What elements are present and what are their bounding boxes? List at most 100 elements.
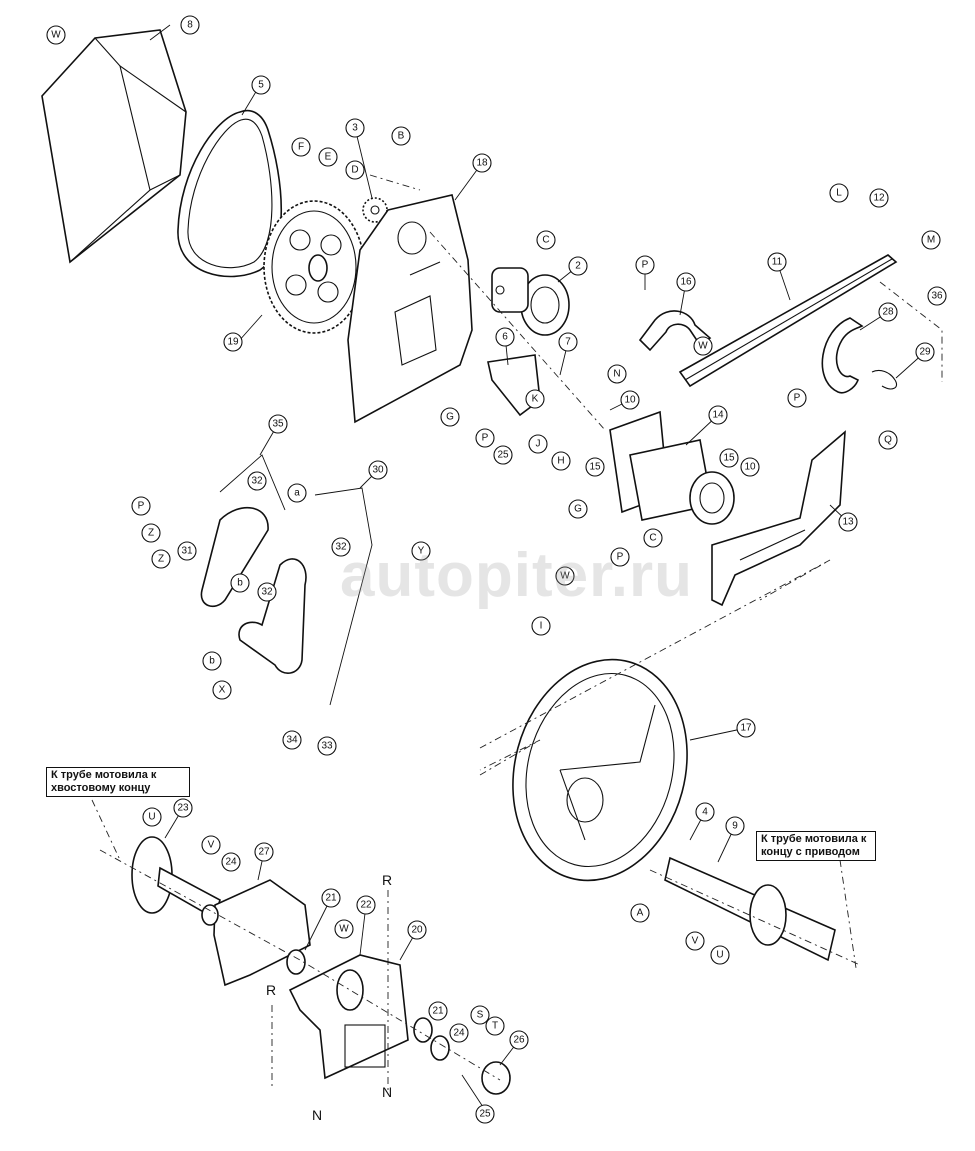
tail-washer-part bbox=[286, 949, 306, 975]
label-24-2: 24 bbox=[449, 1023, 469, 1043]
centerline-drive bbox=[649, 869, 861, 966]
watermark: autopiter.ru bbox=[340, 541, 694, 610]
label-d: D bbox=[345, 160, 365, 180]
label-q-text: Q bbox=[884, 435, 892, 446]
label-16: 16 bbox=[676, 272, 696, 292]
label-i-text: I bbox=[540, 621, 543, 632]
label-25-2-text: 25 bbox=[479, 1109, 491, 1120]
drive-end-callout: К трубе мотовила к концу с приводом bbox=[756, 831, 876, 861]
label-29: 29 bbox=[915, 342, 935, 362]
label-22: 22 bbox=[356, 895, 376, 915]
label-12-text: 12 bbox=[873, 193, 885, 204]
guard-cover-part bbox=[41, 29, 187, 264]
label-29-text: 29 bbox=[919, 347, 931, 358]
label-u-2: U bbox=[142, 807, 162, 827]
label-w-3-text: W bbox=[560, 571, 570, 582]
label-x: X bbox=[212, 680, 232, 700]
tail-end-leader bbox=[91, 799, 121, 861]
label-z-1: Z bbox=[141, 523, 161, 543]
label-h: H bbox=[551, 451, 571, 471]
label-w-2: W bbox=[693, 336, 713, 356]
label-e-text: E bbox=[325, 152, 332, 163]
cap-part bbox=[481, 1061, 511, 1095]
label-34-text: 34 bbox=[286, 735, 298, 746]
label-k-text: K bbox=[532, 394, 539, 405]
label-a-text: a bbox=[294, 488, 300, 499]
spring-clip-part bbox=[871, 369, 898, 390]
label-x-text: X bbox=[219, 685, 226, 696]
label-30-text: 30 bbox=[372, 465, 384, 476]
label-p-3: P bbox=[787, 388, 807, 408]
label-15-2: 15 bbox=[719, 448, 739, 468]
label-24-1: 24 bbox=[221, 852, 241, 872]
label-23: 23 bbox=[173, 798, 193, 818]
label-17: 17 bbox=[736, 718, 756, 738]
support-bracket-part bbox=[711, 430, 846, 607]
label-16-text: 16 bbox=[680, 277, 692, 288]
label-s: S bbox=[470, 1005, 490, 1025]
label-y: Y bbox=[411, 541, 431, 561]
label-5: 5 bbox=[251, 75, 271, 95]
large-sprocket-part bbox=[263, 200, 365, 334]
label-q: Q bbox=[878, 430, 898, 450]
tail-shaft-part bbox=[131, 836, 221, 920]
label-z-2: Z bbox=[151, 549, 171, 569]
tail-cover-part bbox=[213, 879, 311, 987]
mounting-plate-part bbox=[347, 194, 473, 424]
drive-belt-part bbox=[177, 109, 283, 278]
label-4-text: 4 bbox=[702, 807, 708, 818]
label-11-text: 11 bbox=[772, 257, 783, 268]
label-33: 33 bbox=[317, 736, 337, 756]
label-u-2-text: U bbox=[148, 812, 155, 823]
section-letter-r-left: R bbox=[266, 982, 276, 998]
label-z-1-text: Z bbox=[148, 528, 154, 539]
label-d-text: D bbox=[351, 165, 358, 176]
label-p-2: P bbox=[475, 428, 495, 448]
label-14-text: 14 bbox=[712, 410, 724, 421]
bearing-housing-part bbox=[609, 410, 735, 525]
label-b-1: B bbox=[391, 126, 411, 146]
label-n-text: N bbox=[613, 369, 620, 380]
label-13: 13 bbox=[838, 512, 858, 532]
label-f-text: F bbox=[298, 142, 304, 153]
label-17-text: 17 bbox=[740, 723, 752, 734]
group-35-bracket-line bbox=[219, 454, 286, 511]
label-8-text: 8 bbox=[187, 20, 193, 31]
label-27-text: 27 bbox=[258, 847, 270, 858]
label-15-2-text: 15 bbox=[723, 453, 735, 464]
label-28: 28 bbox=[878, 302, 898, 322]
label-12: 12 bbox=[869, 188, 889, 208]
label-28-text: 28 bbox=[882, 307, 894, 318]
seal-part bbox=[430, 1035, 450, 1061]
centerline-sprocket bbox=[369, 174, 421, 191]
small-sprocket-part bbox=[362, 197, 388, 223]
label-a-cap: A bbox=[630, 903, 650, 923]
label-25-2: 25 bbox=[475, 1104, 495, 1124]
label-36: 36 bbox=[927, 286, 947, 306]
label-v-1-text: V bbox=[692, 936, 699, 947]
label-21-1-text: 21 bbox=[325, 893, 337, 904]
label-3-text: 3 bbox=[352, 123, 358, 134]
group-30-bracket-line bbox=[314, 487, 373, 706]
label-p-1: P bbox=[635, 255, 655, 275]
hydraulic-motor-part bbox=[491, 267, 570, 336]
rod-part bbox=[678, 254, 898, 388]
label-l-text: L bbox=[836, 188, 842, 199]
label-g-2: G bbox=[568, 499, 588, 519]
label-10-2-text: 10 bbox=[744, 462, 756, 473]
label-t: T bbox=[485, 1016, 505, 1036]
label-22-text: 22 bbox=[360, 900, 372, 911]
label-31: 31 bbox=[177, 541, 197, 561]
label-c-1: C bbox=[536, 230, 556, 250]
section-letter-n-right: N bbox=[382, 1084, 392, 1100]
label-w-4-text: W bbox=[339, 924, 349, 935]
label-y-text: Y bbox=[418, 546, 425, 557]
group-36-bracket-line bbox=[879, 281, 943, 382]
label-m-text: M bbox=[927, 235, 935, 246]
label-g-1: G bbox=[440, 407, 460, 427]
label-6-text: 6 bbox=[502, 332, 508, 343]
label-32-1: 32 bbox=[247, 471, 267, 491]
label-18-text: 18 bbox=[476, 158, 488, 169]
label-w-4: W bbox=[334, 919, 354, 939]
label-k: K bbox=[525, 389, 545, 409]
